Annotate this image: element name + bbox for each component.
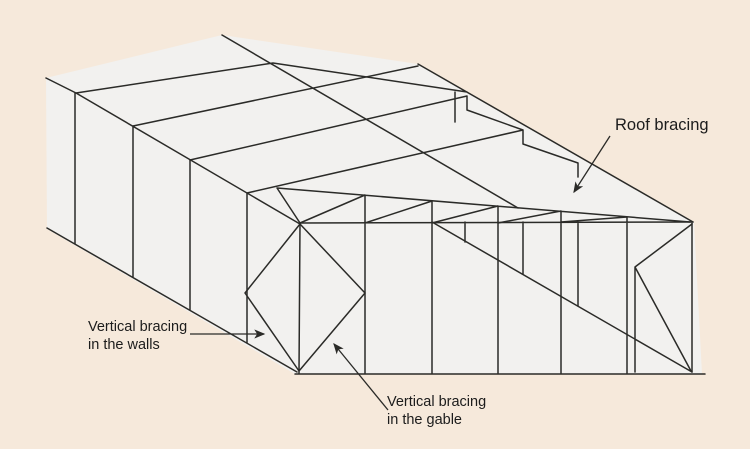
roof-bracing-arrow bbox=[573, 135, 611, 194]
vertical-bracing-diamond bbox=[244, 223, 366, 372]
roof-purlins bbox=[132, 65, 579, 194]
wall-bracing-label-line1: Vertical bracing bbox=[88, 319, 187, 335]
gable-bracing-arrow bbox=[333, 342, 389, 411]
roof-edge-lines bbox=[45, 34, 694, 223]
building-silhouette bbox=[46, 35, 702, 374]
gable-bracing-label-line1: Vertical bracing bbox=[387, 394, 486, 410]
gable-bracing-label-line2: in the gable bbox=[387, 412, 462, 428]
gable-wall-diagonals bbox=[431, 221, 693, 373]
roof-bracing-truss bbox=[276, 187, 691, 224]
roof-bracing-label: Roof bracing bbox=[615, 116, 709, 134]
wall-bracing-label-line2: in the walls bbox=[88, 337, 160, 353]
gable-wall-frame bbox=[294, 221, 706, 375]
side-wall-frame bbox=[46, 92, 301, 373]
